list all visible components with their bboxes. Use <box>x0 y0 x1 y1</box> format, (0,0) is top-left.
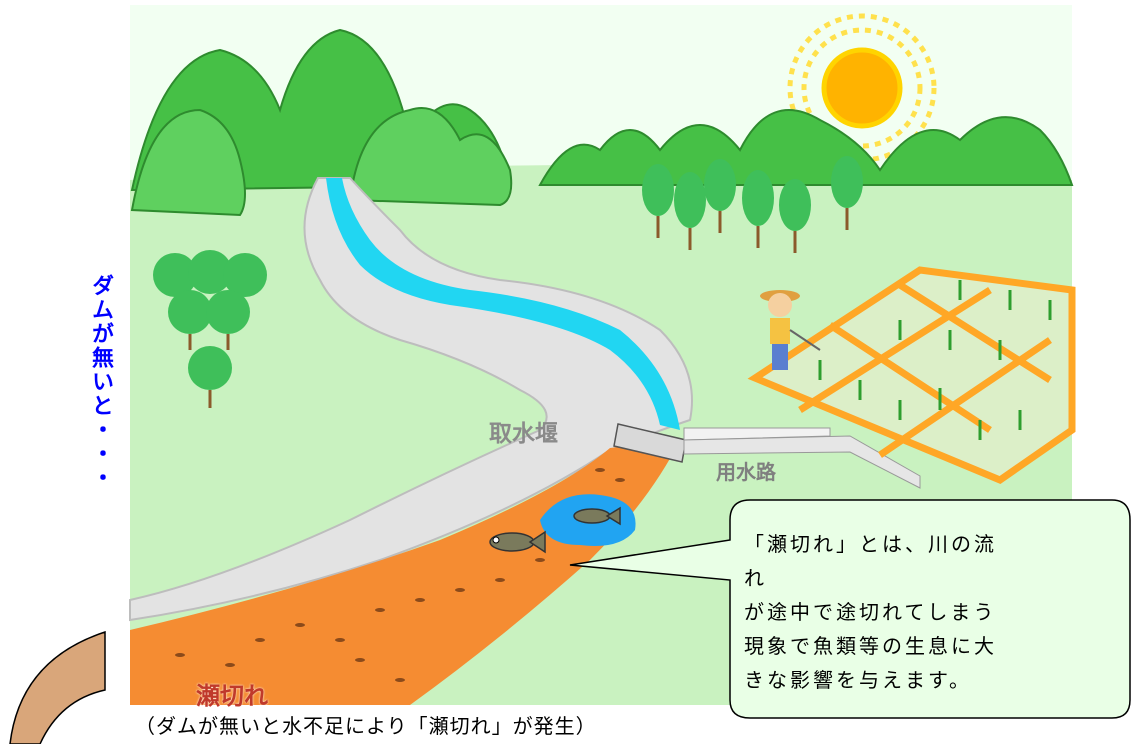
callout-line: が途中で途切れてしまう <box>744 600 997 624</box>
callout-text: 「瀬切れ」とは、川の流れ が途中で途切れてしまう 現象で魚類等の生息に大 きな影… <box>744 527 1016 697</box>
callout-bubble <box>569 499 1131 719</box>
dry-section-label: 瀬切れ <box>196 682 268 710</box>
figure-caption: （ダムが無いと水不足により「瀬切れ」が発生） <box>135 714 597 738</box>
river-bank <box>129 177 693 622</box>
farmer-figure <box>760 290 821 370</box>
irrigation-canal <box>683 427 921 489</box>
river-water <box>326 178 680 430</box>
tree-cluster-back <box>642 156 863 253</box>
decorative-bracket <box>9 630 106 744</box>
fish-icon <box>489 530 546 554</box>
irrigation-canal-label: 用水路 <box>716 460 776 484</box>
rice-paddy-field <box>747 266 1076 484</box>
foreground-hills <box>130 107 513 217</box>
fish-icon <box>573 506 621 526</box>
callout-line: 現象で魚類等の生息に大 <box>744 634 997 658</box>
side-heading: ダムが無いと・・・ <box>88 274 113 490</box>
dry-riverbed <box>130 440 680 705</box>
intake-weir-structure <box>613 423 687 463</box>
callout-line: きな影響を与えます。 <box>744 668 972 692</box>
callout-line: 「瀬切れ」とは、川の流れ <box>744 532 997 590</box>
tree-cluster-left <box>153 250 267 408</box>
riverbed-pebbles <box>175 468 625 682</box>
intake-weir-label: 取水堰 <box>489 421 558 447</box>
